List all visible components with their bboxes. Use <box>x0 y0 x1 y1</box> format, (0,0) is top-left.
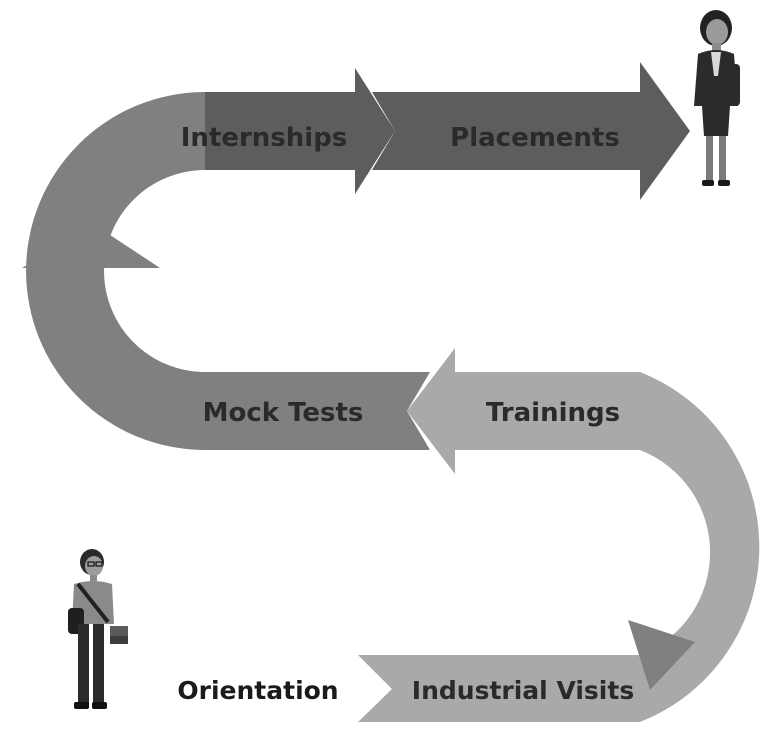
bottom-band <box>358 372 760 722</box>
stage-label-industrial-visits: Industrial Visits <box>412 676 634 705</box>
stage-label-mock-tests: Mock Tests <box>203 398 364 428</box>
internships-segment-shape <box>205 68 395 194</box>
trainings-segment-shape <box>455 372 640 450</box>
stage-label-internships: Internships <box>181 123 348 153</box>
left-uturn-shape <box>26 92 205 450</box>
middle-band <box>22 92 430 450</box>
mock-tests-segment-shape <box>205 372 430 450</box>
stage-label-orientation: Orientation <box>177 676 338 705</box>
bottom-band-shape <box>358 655 640 722</box>
student-figure-icon <box>68 549 128 709</box>
top-band <box>205 62 690 200</box>
trainings-arrowhead <box>407 348 455 474</box>
left-up-arrowhead <box>22 225 160 268</box>
stage-label-placements: Placements <box>450 123 620 153</box>
curve-arrow-chevron <box>628 620 695 690</box>
stage-label-trainings: Trainings <box>486 398 620 428</box>
right-uturn-shape <box>640 372 760 722</box>
placements-segment-shape <box>372 62 690 200</box>
professional-figure-icon <box>694 10 740 186</box>
